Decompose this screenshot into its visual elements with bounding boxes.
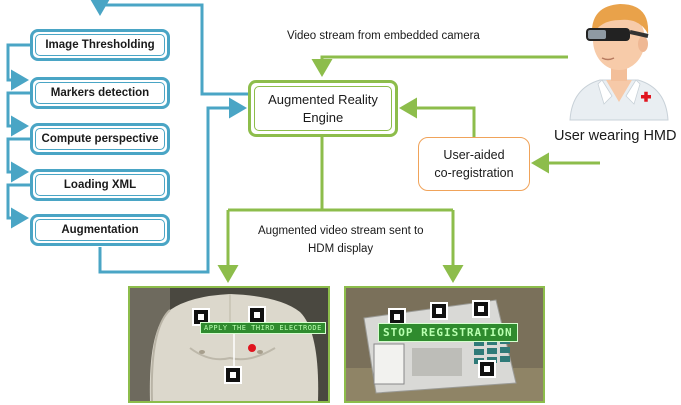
coregistration-line1: User-aided [443, 148, 505, 162]
link-camera-to-engine [311, 55, 568, 77]
coregistration-box: User-aided co-registration [418, 137, 530, 191]
ar-engine-box: Augmented Reality Engine [248, 80, 398, 137]
step-label: Compute perspective [35, 128, 165, 150]
step-loading-xml: Loading XML [30, 169, 170, 201]
ar-engine-line1: Augmented Reality [268, 91, 378, 107]
link-engine-to-threshold [89, 0, 248, 96]
mannequin-image [130, 288, 328, 401]
step-markers-detection: Markers detection [30, 77, 170, 109]
doctor-with-hmd-icon [569, 4, 669, 121]
link-markers-perspective [6, 91, 30, 137]
step-label: Augmentation [35, 219, 165, 241]
step-label: Markers detection [35, 82, 165, 104]
step-label: Loading XML [35, 174, 165, 196]
link-perspective-xml [6, 137, 30, 183]
augmented-stream-line2: HDM display [308, 243, 374, 255]
device-photo: STOP REGISTRATION [344, 286, 545, 403]
step-label: Image Thresholding [35, 34, 165, 56]
fiducial-marker [472, 300, 490, 318]
link-xml-augmentation [6, 183, 30, 229]
user-label: User wearing HMD [554, 128, 677, 144]
augmented-stream-line1: Augmented video stream sent to [258, 225, 424, 237]
coregistration-line2: co-registration [434, 166, 514, 180]
ar-engine-label: Augmented Reality Engine [254, 86, 392, 131]
ar-instruction-banner: APPLY THE THIRD ELECTRODE [200, 322, 326, 334]
link-threshold-markers [6, 43, 30, 91]
augmented-stream-label: Augmented video stream sent to HDM displ… [258, 222, 448, 258]
link-augmentation-to-engine [98, 97, 247, 274]
fiducial-marker [478, 360, 496, 378]
step-compute-perspective: Compute perspective [30, 123, 170, 155]
link-coregistration-to-engine [399, 97, 476, 137]
mannequin-photo: APPLY THE THIRD ELECTRODE [128, 286, 330, 403]
step-image-thresholding: Image Thresholding [30, 29, 170, 61]
fiducial-marker [224, 366, 242, 384]
fiducial-marker [430, 302, 448, 320]
step-augmentation: Augmentation [30, 214, 170, 246]
ar-engine-line2: Engine [302, 109, 344, 125]
video-stream-label: Video stream from embedded camera [287, 30, 480, 42]
ar-status-banner: STOP REGISTRATION [378, 323, 518, 342]
